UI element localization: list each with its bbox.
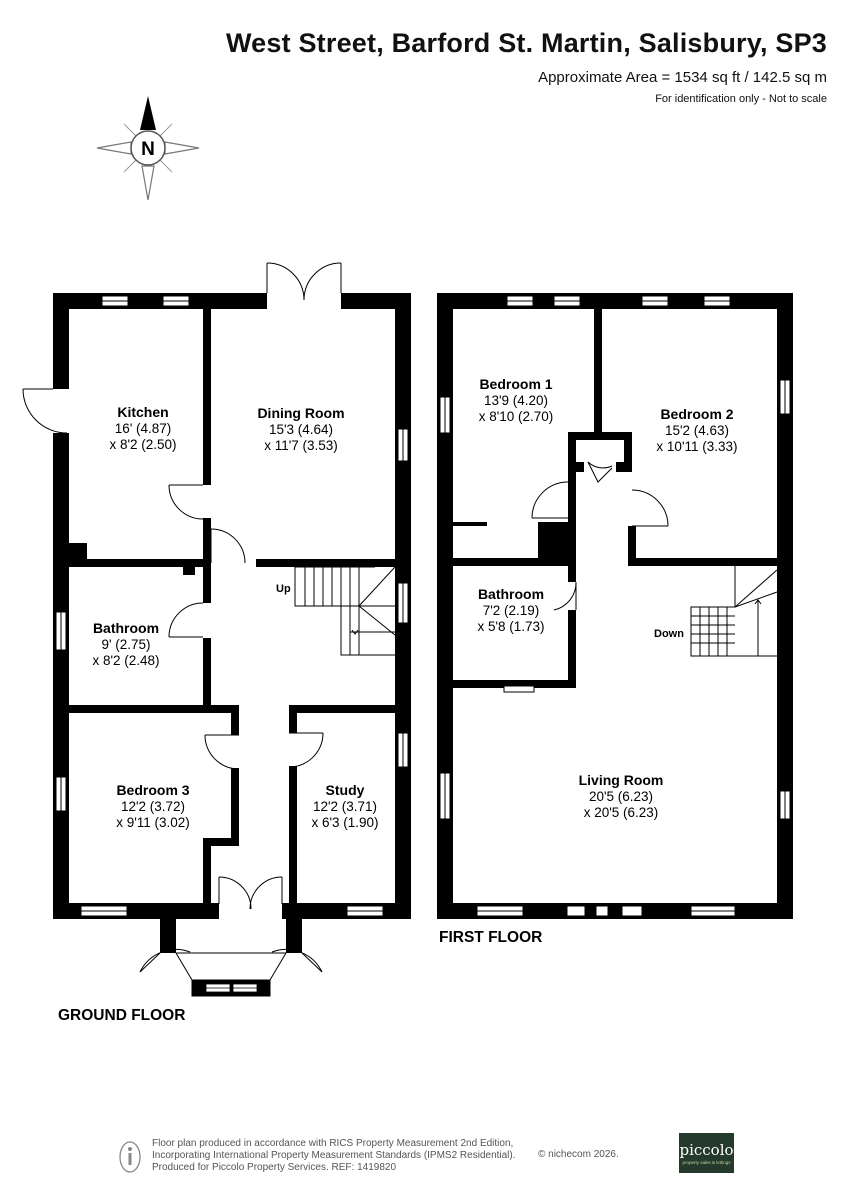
- bedroom-1-dim-1: 13'9 (4.20): [484, 393, 548, 408]
- scale-note: For identification only - Not to scale: [655, 93, 827, 105]
- living-room-dim-1: 20'5 (6.23): [589, 789, 653, 804]
- first-bathroom-dim-1: 7'2 (2.19): [483, 603, 540, 618]
- bedroom-3-dim-2: x 9'11 (3.02): [116, 815, 190, 830]
- footer-line-2: Incorporating International Property Mea…: [152, 1150, 516, 1161]
- dining-room-label: Dining Room: [257, 405, 344, 421]
- kitchen-label: Kitchen: [117, 404, 168, 420]
- footer-line-3: Produced for Piccolo Property Services. …: [152, 1162, 397, 1173]
- bedroom-2-dim-2: x 10'11 (3.33): [656, 439, 737, 454]
- dining-room-dim-2: x 11'7 (3.53): [264, 438, 338, 453]
- living-room-dim-2: x 20'5 (6.23): [584, 805, 659, 820]
- dining-room-dim-1: 15'3 (4.64): [269, 422, 333, 437]
- first-floor-doors: [531, 461, 669, 611]
- compass-north-label: N: [141, 139, 155, 160]
- study-dim-2: x 6'3 (1.90): [311, 815, 378, 830]
- bedroom-3-label: Bedroom 3: [116, 782, 189, 798]
- piccolo-logo: piccolo property sales & lettings: [679, 1133, 734, 1173]
- study-dim-1: 12'2 (3.71): [313, 799, 377, 814]
- kitchen-dim-2: x 8'2 (2.50): [109, 437, 176, 452]
- footer-line-1: Floor plan produced in accordance with R…: [152, 1138, 514, 1149]
- first-stairs-down-label: Down: [654, 628, 684, 640]
- ground-stairs-up-label: Up: [276, 583, 291, 595]
- ground-bathroom-label: Bathroom: [93, 620, 159, 636]
- first-bathroom-label: Bathroom: [478, 586, 544, 602]
- logo-tagline: property sales & lettings: [682, 1160, 731, 1165]
- approximate-area: Approximate Area = 1534 sq ft / 142.5 sq…: [538, 69, 827, 86]
- first-floor-label: FIRST FLOOR: [439, 929, 542, 946]
- bedroom-2-dim-1: 15'2 (4.63): [665, 423, 729, 438]
- first-floor-windows: [439, 295, 791, 917]
- bedroom-2-label: Bedroom 2: [660, 406, 733, 422]
- kitchen-dim-1: 16' (4.87): [115, 421, 172, 436]
- bedroom-1-dim-2: x 8'10 (2.70): [479, 409, 554, 424]
- ground-bathroom-dim-2: x 8'2 (2.48): [92, 653, 159, 668]
- footer-disclaimer: Floor plan produced in accordance with R…: [152, 1138, 516, 1174]
- first-bathroom-dim-2: x 5'8 (1.73): [477, 619, 544, 634]
- first-floor-stairs: [690, 566, 778, 657]
- ground-floor-windows: [55, 295, 409, 917]
- compass-icon: N: [96, 96, 200, 201]
- copyright-text: © nichecom 2026.: [538, 1149, 619, 1160]
- property-address-title: West Street, Barford St. Martin, Salisbu…: [225, 28, 827, 58]
- logo-text: piccolo: [679, 1141, 734, 1159]
- living-room-label: Living Room: [579, 772, 664, 788]
- bedroom-1-label: Bedroom 1: [479, 376, 552, 392]
- ground-floor-doors: [22, 262, 342, 973]
- ground-bathroom-dim-1: 9' (2.75): [101, 637, 150, 652]
- study-label: Study: [326, 782, 365, 798]
- ground-floor-label: GROUND FLOOR: [58, 1007, 185, 1024]
- porch-bay-window: [175, 952, 287, 997]
- ground-floor-stairs: [294, 566, 396, 656]
- bedroom-3-dim-1: 12'2 (3.72): [121, 799, 185, 814]
- first-floor-plan: [437, 293, 793, 919]
- info-icon: [119, 1141, 141, 1173]
